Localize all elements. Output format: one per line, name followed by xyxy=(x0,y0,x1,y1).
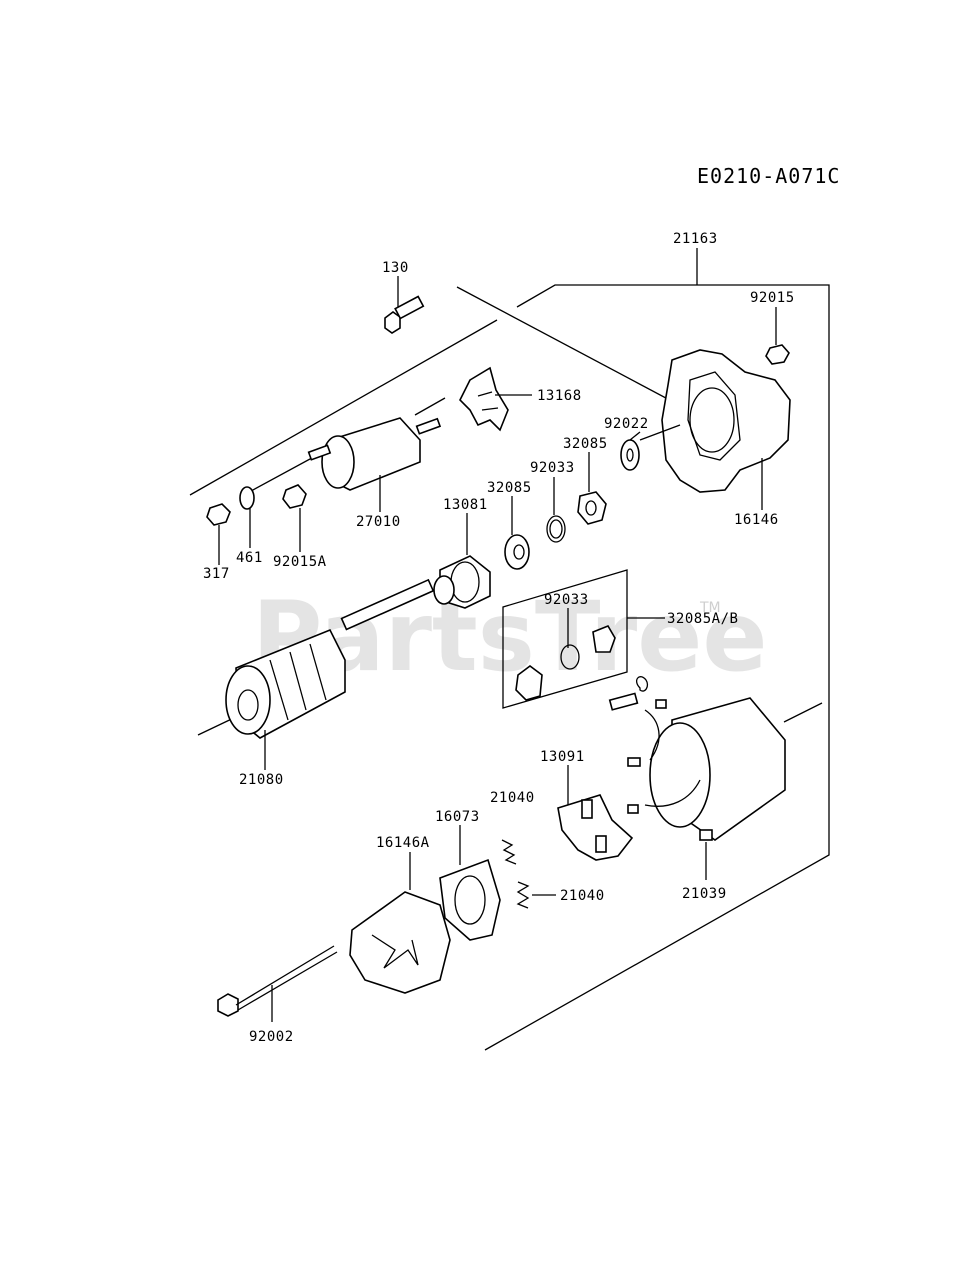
label-27010: 27010 xyxy=(356,514,401,530)
label-21039: 21039 xyxy=(682,886,727,902)
label-13081: 13081 xyxy=(443,497,488,513)
label-92022: 92022 xyxy=(604,416,649,432)
solenoid-27010[interactable] xyxy=(307,417,442,512)
nut-92015A[interactable] xyxy=(282,484,307,552)
label-461: 461 xyxy=(236,550,263,566)
label-92002: 92002 xyxy=(249,1029,294,1045)
yoke-field-coil[interactable] xyxy=(608,676,786,880)
washer-92022[interactable] xyxy=(620,431,641,471)
label-92033-upper: 92033 xyxy=(530,460,575,476)
label-21163: 21163 xyxy=(673,231,718,247)
label-16146: 16146 xyxy=(734,512,779,528)
spring-21040-lower[interactable] xyxy=(516,881,556,909)
ring-92033-upper[interactable] xyxy=(546,477,566,543)
nut-92015[interactable] xyxy=(765,307,790,365)
label-21080: 21080 xyxy=(239,772,284,788)
kit-box-32085AB[interactable] xyxy=(502,569,665,709)
end-cover-16146A[interactable] xyxy=(349,852,451,994)
label-16146A: 16146A xyxy=(376,835,430,851)
label-13091: 13091 xyxy=(540,749,585,765)
housing-16146[interactable] xyxy=(639,349,791,510)
label-21040-lower: 21040 xyxy=(560,888,605,904)
label-32085: 32085 xyxy=(487,480,532,496)
spring-21040-upper[interactable] xyxy=(501,839,517,865)
plate-16073[interactable] xyxy=(439,825,501,941)
nut-317[interactable] xyxy=(206,503,231,565)
label-16073: 16073 xyxy=(435,809,480,825)
label-130: 130 xyxy=(382,260,409,276)
label-13168: 13168 xyxy=(537,388,582,404)
washer-461[interactable] xyxy=(239,486,255,548)
diagram-code: E0210-A071C xyxy=(697,164,840,188)
pinion-13081[interactable] xyxy=(433,513,491,609)
watermark-tm: TM xyxy=(699,600,721,616)
label-21040-upper: 21040 xyxy=(490,790,535,806)
label-32085-upper: 32085 xyxy=(563,436,608,452)
collar-32085[interactable] xyxy=(504,496,530,570)
lever-13168[interactable] xyxy=(459,366,532,432)
bolt-130[interactable] xyxy=(384,276,425,334)
brush-holder-13091[interactable] xyxy=(557,765,634,861)
label-32085AB: 32085A/B xyxy=(667,611,738,627)
label-92033-box: 92033 xyxy=(544,592,589,608)
label-92015: 92015 xyxy=(750,290,795,306)
bolt-92002[interactable] xyxy=(217,945,338,1022)
label-317: 317 xyxy=(203,566,230,582)
armature-21080[interactable] xyxy=(225,578,435,770)
collar-32085-upper[interactable] xyxy=(577,452,607,525)
label-92015A: 92015A xyxy=(273,554,327,570)
